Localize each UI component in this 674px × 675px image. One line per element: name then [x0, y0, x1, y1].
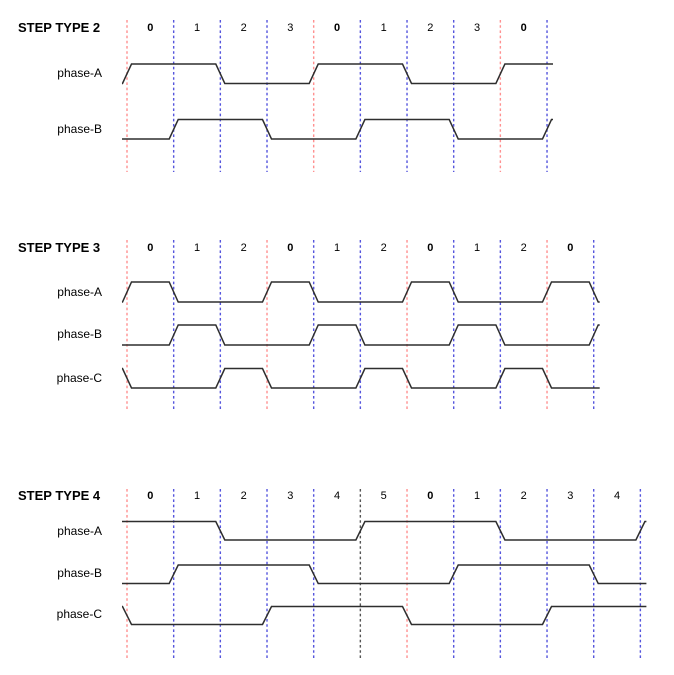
section-title-step-type-3: STEP TYPE 3 — [18, 240, 101, 255]
step-number: 1 — [381, 22, 387, 34]
step-number: 3 — [287, 22, 293, 34]
step-number: 1 — [474, 490, 480, 502]
step-number: 1 — [474, 242, 480, 254]
phase-label-type4-b: phase-B — [57, 566, 102, 580]
step-number: 0 — [427, 490, 433, 502]
step-number: 2 — [241, 22, 247, 34]
step-number: 2 — [381, 242, 387, 254]
section-title-step-type-4: STEP TYPE 4 — [18, 488, 101, 503]
waveform-phase-B-section-3 — [122, 564, 647, 585]
step-number: 5 — [381, 490, 387, 502]
step-number: 2 — [241, 490, 247, 502]
phase-label-type4-a: phase-A — [57, 524, 102, 538]
waveform-phase-C-section-2 — [121, 367, 600, 389]
waveform-phase-A-section-1 — [121, 63, 553, 85]
waveform-phase-B-section-1 — [122, 118, 553, 140]
step-number: 1 — [194, 242, 200, 254]
step-number: 4 — [614, 490, 620, 502]
step-number: 3 — [474, 22, 480, 34]
phase-label-type2-a: phase-A — [57, 66, 102, 80]
waveform-phase-B-section-2 — [122, 324, 600, 346]
step-number: 3 — [567, 490, 573, 502]
step-number: 2 — [521, 490, 527, 502]
step-number: 0 — [147, 22, 153, 34]
step-number: 0 — [567, 242, 573, 254]
step-number: 4 — [334, 490, 340, 502]
step-number: 0 — [147, 242, 153, 254]
step-number: 0 — [287, 242, 293, 254]
phase-label-type3-a: phase-A — [57, 285, 102, 299]
waveform-phase-A-section-3 — [122, 520, 647, 541]
waveform-phase-A-section-2 — [121, 281, 600, 303]
step-number: 1 — [194, 22, 200, 34]
phase-label-type3-c: phase-C — [56, 371, 102, 385]
phase-label-type4-c: phase-C — [56, 607, 102, 621]
section-title-step-type-2: STEP TYPE 2 — [18, 20, 101, 35]
phase-label-type3-b: phase-B — [57, 327, 102, 341]
step-number: 1 — [194, 490, 200, 502]
phase-label-type2-b: phase-B — [57, 122, 102, 136]
step-number: 3 — [287, 490, 293, 502]
step-number: 2 — [521, 242, 527, 254]
step-number: 2 — [241, 242, 247, 254]
step-number: 0 — [521, 22, 527, 34]
step-number: 0 — [147, 490, 153, 502]
waveform-phase-C-section-3 — [121, 605, 647, 626]
step-number: 0 — [427, 242, 433, 254]
step-number: 0 — [334, 22, 340, 34]
step-number: 1 — [334, 242, 340, 254]
step-number: 2 — [427, 22, 433, 34]
